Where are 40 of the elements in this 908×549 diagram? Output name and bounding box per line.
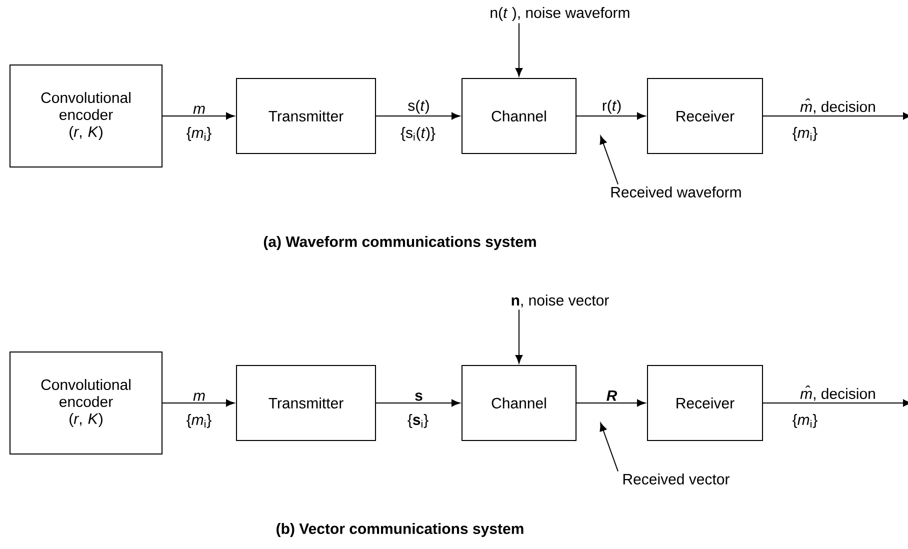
edge-label: s: [415, 392, 422, 401]
edge-label: m̂, decision: [800, 385, 875, 401]
process-box: Channel: [462, 365, 576, 441]
signal-label: {m$_{i}$}: [792, 127, 818, 141]
arrow: [162, 112, 235, 120]
edge-label: R: [606, 390, 618, 401]
process-box: Transmitter: [236, 365, 376, 441]
signal-label: {s$_{i}$}: [408, 414, 428, 428]
edge-label: m̂, decision: [800, 98, 875, 114]
process-box: Receiver: [647, 78, 763, 154]
process-box: Receiver: [647, 365, 763, 441]
arrow: [576, 112, 646, 120]
edge-label: m: [193, 106, 205, 114]
arrow: [376, 399, 460, 407]
arrow: [162, 399, 235, 407]
edge-label: r(t): [602, 100, 621, 114]
signal-label: {m$_{i}$}: [792, 414, 818, 428]
process-box: Convolutional encoder (r, K): [10, 352, 162, 454]
annotation-text: n, noise vector: [512, 294, 609, 308]
process-box: Channel: [462, 78, 576, 154]
annotation-text: Received waveform: [611, 186, 741, 198]
arrow: [376, 112, 460, 120]
process-box: Transmitter: [236, 78, 376, 154]
annotation-text: n(t ), noise waveform: [490, 7, 630, 21]
arrow: [762, 112, 908, 120]
signal-label: {m$_{i}$}: [186, 414, 212, 428]
edge-label: s(t): [408, 100, 429, 114]
signal-label: {s$_{i}$(t)}: [400, 127, 436, 141]
arrow: [576, 399, 646, 407]
caption: (b) Vector communications system: [276, 523, 524, 537]
process-box: Convolutional encoder (r, K): [10, 64, 162, 168]
signal-label: {m$_{i}$}: [186, 127, 212, 141]
arrow: [762, 399, 908, 407]
arrow: [515, 309, 523, 364]
edge-label: m: [193, 392, 205, 401]
arrow: [600, 422, 618, 472]
annotation-text: Received vector: [623, 473, 730, 484]
caption: (a) Waveform communications system: [264, 236, 536, 250]
arrow: [600, 136, 618, 185]
arrow: [515, 22, 523, 77]
